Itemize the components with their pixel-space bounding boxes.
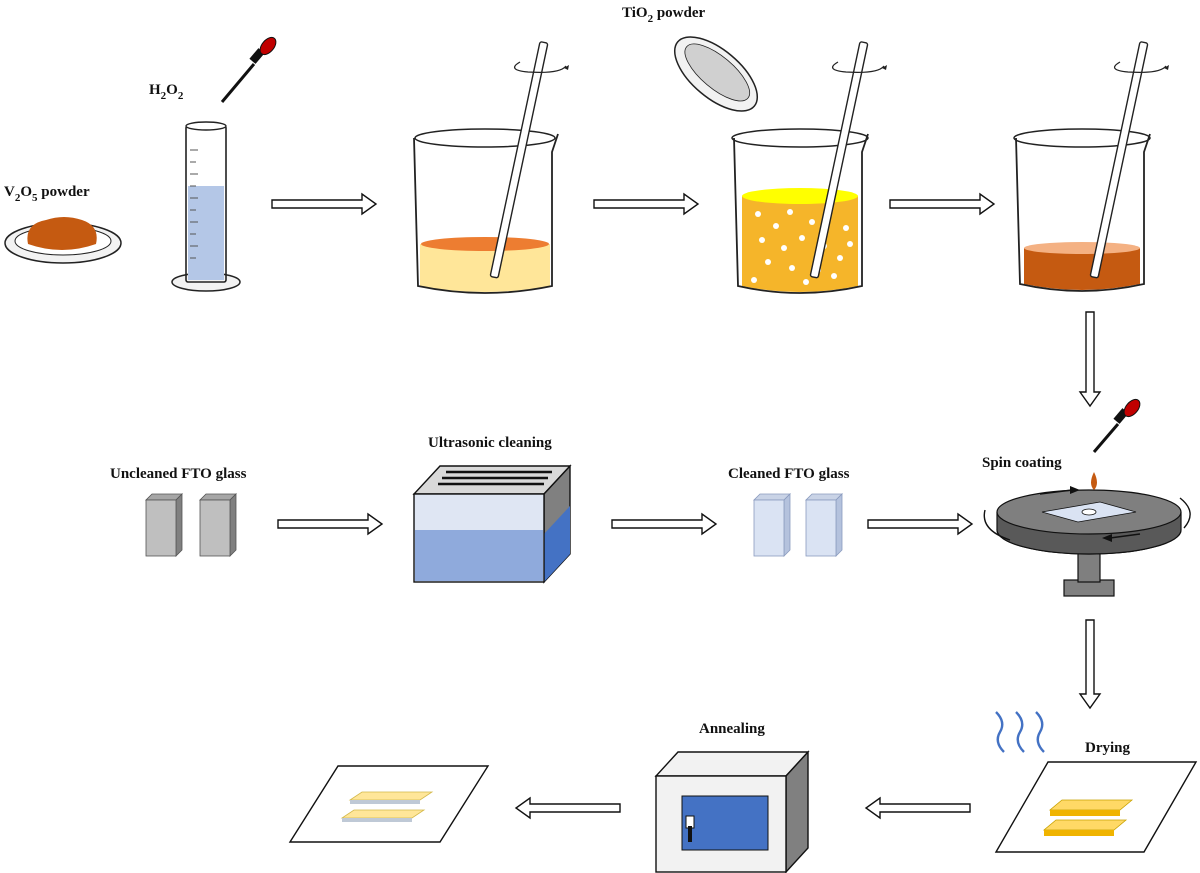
dried-sample xyxy=(1042,799,1134,836)
beaker-2 xyxy=(731,41,887,294)
annealing-label: Annealing xyxy=(699,721,765,737)
tio2-dish xyxy=(673,36,759,112)
dropper-icon xyxy=(1092,398,1141,453)
flow-arrow xyxy=(1078,619,1102,710)
uncleaned-fto-label: Uncleaned FTO glass xyxy=(110,466,247,482)
tio2-powder-label: TiO2 powder xyxy=(622,5,706,25)
spin-coater xyxy=(983,486,1191,597)
uncleaned-fto-glass xyxy=(145,493,237,557)
beaker-1 xyxy=(413,41,569,294)
ultrasonic-cleaning-label: Ultrasonic cleaning xyxy=(428,435,552,451)
cleaned-fto-glass xyxy=(753,493,843,557)
drying-plate xyxy=(994,761,1198,853)
v2o5-powder-dish xyxy=(4,217,122,264)
heat-waves xyxy=(995,711,1045,753)
flow-arrow xyxy=(867,512,974,536)
flow-arrow xyxy=(889,192,996,216)
annealing-furnace xyxy=(654,750,810,873)
final-film-plate xyxy=(288,765,490,843)
flow-arrow xyxy=(864,796,971,820)
h2o2-label: H2O2 xyxy=(149,82,184,102)
graduated-cylinder xyxy=(171,121,241,292)
flow-arrow xyxy=(593,192,700,216)
drying-label: Drying xyxy=(1085,740,1131,756)
flow-arrow xyxy=(277,512,384,536)
stirring-rod xyxy=(489,41,549,279)
v2o5-powder xyxy=(27,217,97,250)
spin-coating-label: Spin coating xyxy=(982,455,1062,471)
flow-arrow xyxy=(271,192,378,216)
dropper-icon xyxy=(220,36,277,103)
beaker-3 xyxy=(1013,41,1169,292)
flow-arrow xyxy=(1078,311,1102,408)
flow-arrow xyxy=(514,796,621,820)
ultrasonic-bath xyxy=(412,464,572,584)
cleaned-fto-label: Cleaned FTO glass xyxy=(728,466,850,482)
flow-arrow xyxy=(611,512,718,536)
solution-drop xyxy=(1091,472,1097,490)
v2o5-powder-label: V2O5 powder xyxy=(4,184,90,204)
